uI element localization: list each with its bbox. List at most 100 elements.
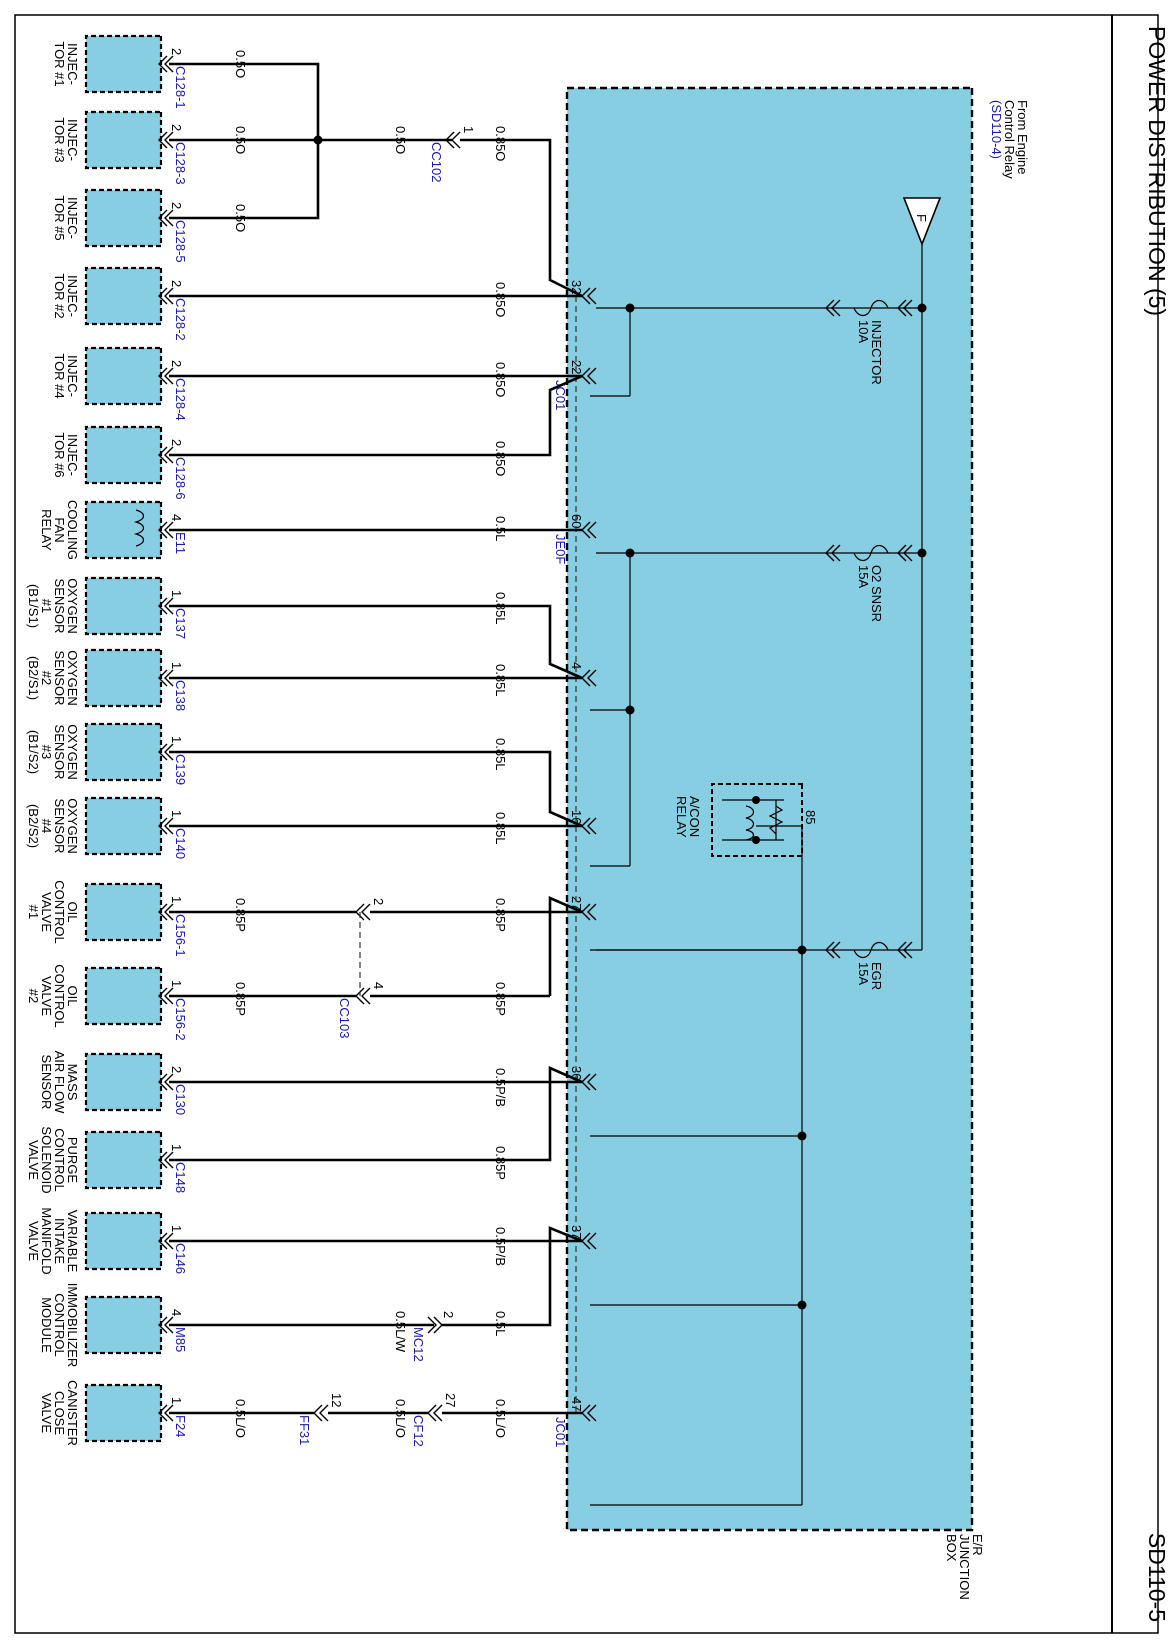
- wire-label-w-inj4: 0.85O: [493, 362, 508, 397]
- component-connector: F24: [173, 1415, 188, 1437]
- component-label-line: CONTROL: [52, 880, 67, 944]
- connector-symbol: [825, 544, 841, 562]
- external-wiring: [169, 62, 583, 1422]
- component-box: [84, 576, 163, 636]
- relay-box: [711, 783, 803, 857]
- fuse-injector: INJECTOR 10A: [825, 299, 913, 385]
- component-label-line: VARIABLE: [65, 1210, 80, 1273]
- wire-label-w-purge: 0.85P: [493, 1146, 508, 1180]
- fuse-name: O2 SNSR: [869, 565, 884, 622]
- component-label-line: SENSOR: [52, 799, 67, 854]
- wire-label-w-ox1: 0.85L: [493, 592, 508, 625]
- page-frame: [14, 14, 1159, 1634]
- component-label-line: CONTROL: [52, 1128, 67, 1192]
- cc103-glyph: [355, 987, 371, 1005]
- component-box: [84, 882, 163, 942]
- wire-label-w-vim: 0.5P/B: [493, 1227, 508, 1266]
- connector-glyph: [158, 987, 174, 1005]
- component-connector: C128-6: [173, 457, 188, 500]
- component-label-line: CONTROL: [52, 1293, 67, 1357]
- jb-connector-label: JE0F: [553, 534, 568, 564]
- wire-label-w-can: 0.5L/O: [233, 1399, 248, 1438]
- relay-terminal: [752, 836, 760, 844]
- component-box: [84, 425, 163, 485]
- junction-box-label-3: BOX: [944, 1534, 959, 1562]
- wire-label-w-ox3: 0.85L: [493, 738, 508, 771]
- component-label-line: INJEC-: [65, 434, 80, 476]
- component-pin: 1: [169, 662, 184, 669]
- component-label-line: TOR #6: [52, 432, 67, 477]
- wire-label-w-imm: 0.5L/W: [393, 1311, 408, 1353]
- connector-symbol: [897, 299, 913, 317]
- component-label-line: OXYGEN: [65, 798, 80, 854]
- component-label-line: (B1/S1): [26, 584, 41, 628]
- component-connector: C128-5: [173, 220, 188, 263]
- fuse-name: EGR: [869, 962, 884, 990]
- component-label-line: INJEC-: [65, 275, 80, 317]
- component-label-line: #3: [39, 745, 54, 759]
- component-label-line: COOLING: [65, 500, 80, 560]
- component-label-line: FAN: [52, 517, 67, 542]
- wire-label-w-can-jb: 0.5L/O: [493, 1399, 508, 1438]
- component-label-line: #2: [39, 671, 54, 685]
- component-label-line: TOR #2: [52, 273, 67, 318]
- component-label-line: TOR #3: [52, 117, 67, 162]
- cc102-glyph: [445, 131, 461, 149]
- cc103-glyph: [355, 903, 371, 921]
- relay-pin: 85: [803, 810, 818, 824]
- component-label-line: TOR #4: [52, 353, 67, 398]
- fuse-element: [853, 544, 889, 562]
- wire-label-w-ocv1: 0.85P: [233, 898, 248, 932]
- component-connector: E11: [173, 532, 188, 554]
- connector-glyph: [158, 669, 174, 687]
- acon-relay: 85 A/CON RELAY: [674, 783, 818, 857]
- component-label-line: (B2/S2): [26, 804, 41, 848]
- component-box: [84, 1130, 163, 1190]
- fuse-element: [853, 299, 889, 317]
- junction-box: [565, 86, 974, 1532]
- wire-label-w-inj3: 0.5O: [233, 126, 248, 154]
- component-pin: 1: [169, 896, 184, 903]
- component-label-line: TOR #5: [52, 195, 67, 240]
- component-label-line: (B1/S2): [26, 730, 41, 774]
- wire-label-w-inj6: 0.85O: [493, 441, 508, 476]
- component-connector: C146: [173, 1243, 188, 1274]
- component-pin: 2: [169, 280, 184, 287]
- component-box: [84, 648, 163, 708]
- connector-glyph: [158, 1073, 174, 1091]
- wire-imm-jb: [442, 1226, 583, 1327]
- source-label-2: Control Relay: [1002, 100, 1017, 179]
- component-connector: C148: [173, 1162, 188, 1193]
- component-connector: C128-2: [173, 298, 188, 341]
- component-label-line: #1: [26, 905, 41, 919]
- component-pin: 1: [169, 1225, 184, 1232]
- component-pin: 1: [169, 810, 184, 817]
- junction-box-label-2: JUNCTION: [957, 1534, 972, 1600]
- relay-label-1: A/CON: [687, 796, 702, 837]
- component-pin: 1: [169, 980, 184, 987]
- dist-node: [625, 303, 635, 313]
- wire-label-w-ocv2-jb: 0.85P: [493, 982, 508, 1016]
- component-connector: M85: [173, 1327, 188, 1352]
- component-connector: C140: [173, 828, 188, 859]
- component-pin: 4: [169, 1309, 184, 1316]
- ff31-glyph: [313, 1404, 329, 1422]
- component-label-line: CANISTER: [65, 1380, 80, 1446]
- source-terminal-label: F: [914, 214, 929, 222]
- component-pin: 1: [169, 1397, 184, 1404]
- component-box: [84, 110, 163, 170]
- jb-connector-label: JC01: [553, 1417, 568, 1447]
- wire-ox-3: [169, 750, 583, 828]
- cc103-pin-a: 2: [371, 898, 386, 905]
- component-label-line: OIL: [65, 986, 80, 1007]
- component-label-line: VALVE: [39, 892, 54, 932]
